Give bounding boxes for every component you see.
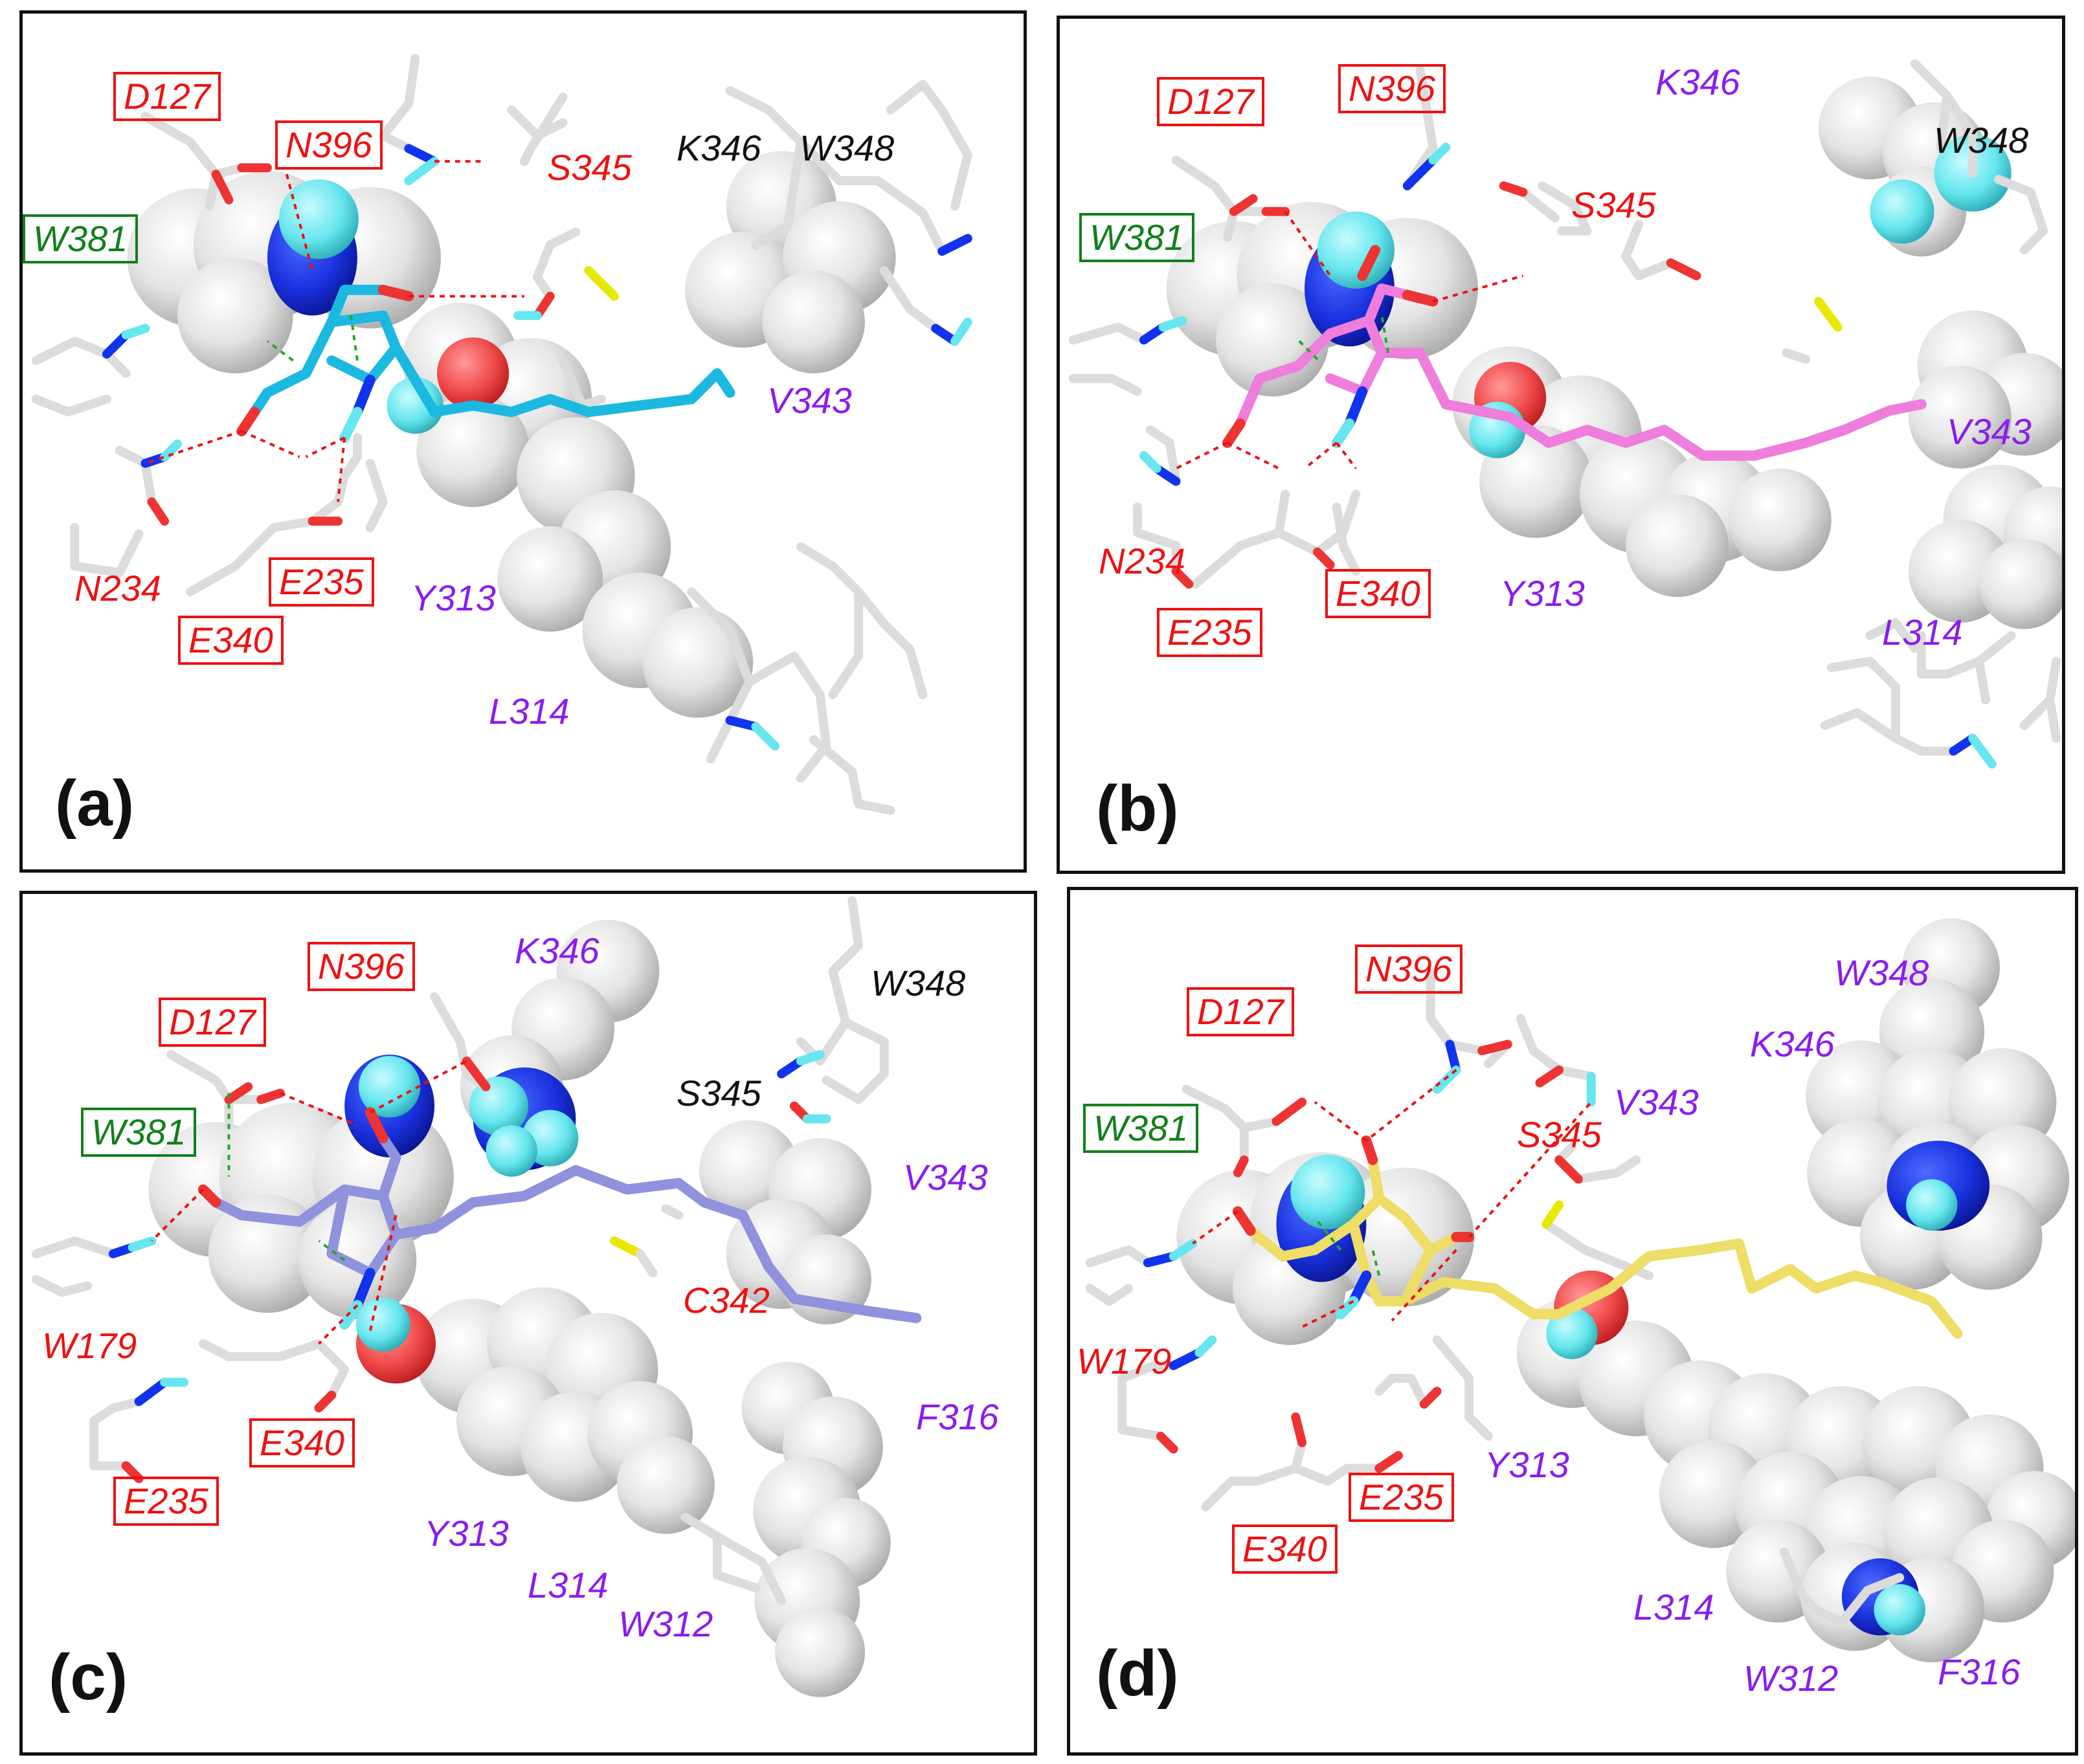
label-D127: D127 <box>159 998 266 1047</box>
label-K346: K346 <box>1750 1023 1835 1064</box>
label-N234: N234 <box>74 568 161 608</box>
heteroatom-sticks-a <box>102 144 972 751</box>
label-V343: V343 <box>903 1157 988 1198</box>
label-E235: E235 <box>1157 608 1262 657</box>
heteroatom-sticks-b <box>1139 142 1997 769</box>
label-S345: S345 <box>1517 1114 1602 1155</box>
label-W381: W381 <box>1079 213 1195 262</box>
panel-b-structure <box>1068 59 2062 769</box>
label-E235: E235 <box>1349 1473 1454 1522</box>
vdw-spheres-a <box>127 151 896 718</box>
label-K346: K346 <box>515 930 599 971</box>
label-K346: K346 <box>677 128 761 168</box>
label-W348: W348 <box>1834 952 1929 993</box>
panel-c-structure <box>31 895 922 1697</box>
residue-sticks-b <box>1068 59 2061 756</box>
label-W179: W179 <box>1077 1341 1172 1381</box>
label-W348: W348 <box>871 963 966 1003</box>
label-S345: S345 <box>677 1073 761 1113</box>
label-N396: N396 <box>275 120 383 170</box>
panel-tag-d: (d) <box>1096 1637 1179 1710</box>
label-W381: W381 <box>1083 1104 1199 1153</box>
ligand-b <box>1235 283 1927 461</box>
label-E235: E235 <box>269 557 374 607</box>
panel-a: D127 N396 W381 S345 K346 W348 V343 N234 … <box>19 10 1027 873</box>
hbonds-c <box>150 1060 467 1345</box>
label-S345: S345 <box>1571 184 1656 225</box>
label-S345: S345 <box>547 147 632 188</box>
panel-tag-b: (b) <box>1096 772 1179 845</box>
label-W348: W348 <box>1934 120 2029 161</box>
hbonds-a <box>144 160 524 502</box>
residue-sticks-c <box>31 895 889 1605</box>
label-V343: V343 <box>1614 1082 1699 1122</box>
heteroatom-sticks-d <box>1143 1040 1596 1473</box>
label-Y313: Y313 <box>1500 573 1585 614</box>
panel-tag-a: (a) <box>55 767 135 840</box>
ligand-c <box>210 1133 922 1323</box>
label-N396: N396 <box>308 942 415 991</box>
panel-tag-c: (c) <box>49 1641 128 1714</box>
label-N234: N234 <box>1099 541 1185 581</box>
label-W348: W348 <box>800 128 895 168</box>
label-N396: N396 <box>1338 64 1446 113</box>
label-F316: F316 <box>1938 1651 2021 1692</box>
hbonds-d <box>1192 1069 1593 1328</box>
label-F316: F316 <box>916 1396 999 1437</box>
label-W312: W312 <box>1743 1658 1839 1699</box>
label-D127: D127 <box>113 72 221 121</box>
vdw-spheres-d <box>1176 918 2075 1663</box>
panel-a-structure <box>31 54 972 815</box>
label-W381: W381 <box>23 214 139 263</box>
label-L314: L314 <box>489 691 570 731</box>
label-V343: V343 <box>767 380 852 421</box>
panel-c: N396 K346 W348 D127 S345 W381 V343 C342 … <box>19 891 1037 1756</box>
label-C342: C342 <box>683 1280 770 1321</box>
label-E340: E340 <box>178 616 284 665</box>
label-L314: L314 <box>1882 612 1963 653</box>
vdw-spheres-c <box>148 919 891 1697</box>
label-K346: K346 <box>1655 61 1740 102</box>
label-L314: L314 <box>528 1565 609 1605</box>
label-E340: E340 <box>1232 1524 1338 1574</box>
label-E235: E235 <box>113 1477 219 1526</box>
heteroatom-sticks-c <box>108 1050 831 1484</box>
panel-b: D127 N396 W381 K346 W348 S345 V343 N234 … <box>1057 16 2065 874</box>
ligand-a <box>249 284 735 418</box>
label-W381: W381 <box>81 1108 197 1157</box>
label-D127: D127 <box>1187 987 1294 1036</box>
label-W312: W312 <box>618 1603 713 1644</box>
label-L314: L314 <box>1633 1587 1714 1627</box>
hbonds-b <box>1175 210 1523 470</box>
label-Y313: Y313 <box>411 577 496 618</box>
label-E340: E340 <box>249 1418 355 1468</box>
panel-d-structure <box>1085 918 2075 1663</box>
label-Y313: Y313 <box>1485 1444 1569 1485</box>
label-V343: V343 <box>1947 411 2032 452</box>
label-E340: E340 <box>1325 569 1431 618</box>
label-Y313: Y313 <box>424 1513 509 1554</box>
label-D127: D127 <box>1157 77 1264 126</box>
ligand-d <box>1245 1154 1963 1339</box>
label-W179: W179 <box>42 1325 137 1366</box>
label-N396: N396 <box>1355 944 1462 994</box>
panel-d: N396 W348 D127 K346 V343 W381 S345 W179 … <box>1067 887 2078 1756</box>
